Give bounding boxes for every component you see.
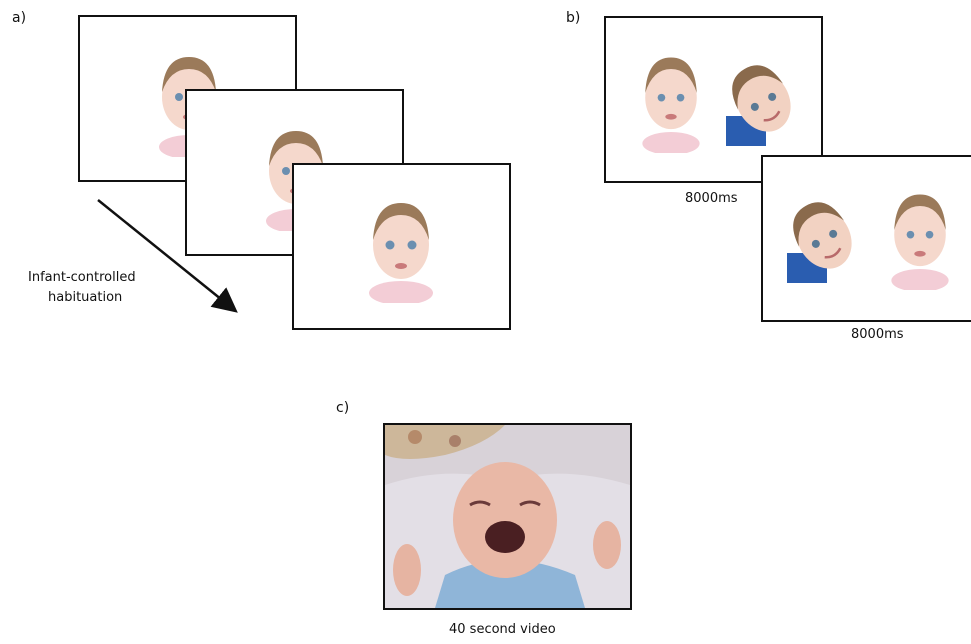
panel-b-label: b) — [566, 10, 581, 26]
crying-baby-video-still — [383, 423, 632, 610]
habituation-frame-3 — [292, 163, 511, 330]
preference-frame-2 — [761, 155, 971, 322]
girl-face-photo-icon — [891, 194, 949, 290]
panel-a-label: a) — [12, 10, 27, 26]
girl-face-photo-icon — [369, 203, 433, 303]
panel-c-label: c) — [336, 400, 350, 416]
tilted-girl-face-photo-icon — [726, 65, 791, 146]
crying-baby-photo-icon — [385, 425, 630, 608]
duration-label-2: 8000ms — [851, 327, 904, 342]
habituation-caption-line-2: habituation — [48, 290, 123, 305]
girl-face-photo-icon — [642, 57, 700, 153]
tilted-girl-face-photo-icon — [787, 202, 852, 283]
video-caption: 40 second video — [449, 622, 556, 637]
habituation-caption-line-1: Infant-controlled — [28, 270, 136, 285]
duration-label-1: 8000ms — [685, 191, 738, 206]
